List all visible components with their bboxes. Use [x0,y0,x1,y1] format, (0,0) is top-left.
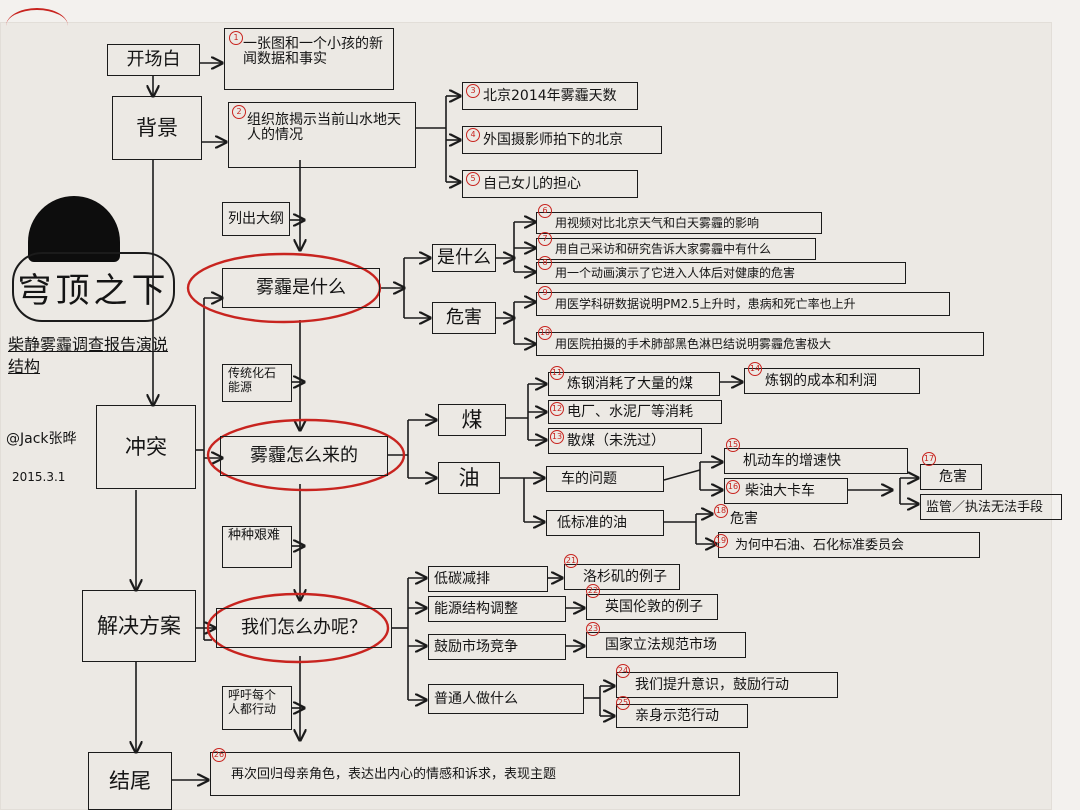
q3-action: 普通人做什么 [428,684,584,714]
q2-coal-extra: 炼钢的成本和利润 [744,368,920,394]
q3-example-number: 21 [564,554,578,568]
q2-oil-lowgrade-item: 危害 [730,511,758,527]
title-text: 穹顶之下 [17,270,170,311]
q2-coal-extra-number: 14 [748,362,762,376]
background-detail-text: 组织旅揭示当前山水地天人的情况 [247,112,401,143]
subtitle: 柴静雾霾调查报告演说结构 [8,335,169,376]
spine-opening: 开场白 [107,44,200,76]
q1-harm-item-number: 9 [538,286,552,300]
question-where-from: 雾霾怎么来的 [220,436,388,476]
background-point: 北京2014年雾霾天数 [462,82,638,110]
opening-detail-text: 一张图和一个小孩的新闻数据和事实 [243,36,383,67]
q2-oil-car-item-number: 16 [726,480,740,494]
q1-what-item: 用自己采访和研究告诉大家雾霾中有什么 [536,238,816,260]
q2-coal-label: 煤 [438,404,506,436]
q2-oil-car-item-number: 15 [726,438,740,452]
hair-illustration [28,196,120,262]
q3-example-number: 23 [586,622,600,636]
q2-oil-car-item: 柴油大卡车 [724,478,848,504]
q1-what-item-number: 6 [538,204,552,218]
q3-action: 低碳减排 [428,566,548,592]
transition-fossil: 传统化石能源 [222,364,292,402]
ending-detail: 再次回归母亲角色，表达出内心的情感和诉求，表现主题 [210,752,740,796]
spine-ending: 结尾 [88,752,172,810]
ending-detail-number: 26 [212,748,226,762]
background-detail-number: 2 [232,105,246,119]
q2-coal-item-number: 12 [550,402,564,416]
q1-harm-item: 用医学科研数据说明PM2.5上升时，患病和死亡率也上升 [536,292,950,316]
q2-oil-harm: 危害 [920,464,982,490]
opening-detail: 一张图和一个小孩的新闻数据和事实 [224,28,394,90]
q2-oil-car: 车的问题 [546,466,664,492]
q2-oil-label: 油 [438,462,500,494]
author: @Jack张晔 [6,431,77,447]
transition-difficulties: 种种艰难 [222,526,292,568]
q2-oil-lowgrade: 低标准的油 [546,510,664,536]
background-point: 自己女儿的担心 [462,170,638,198]
spine-background: 背景 [112,96,202,160]
q3-action: 能源结构调整 [428,596,566,622]
q2-coal-item: 炼钢消耗了大量的煤 [548,372,720,396]
opening-detail-number: 1 [229,31,243,45]
q1-what-item: 用视频对比北京天气和白天雾霾的影响 [536,212,822,234]
title-box: 穹顶之下 [12,252,175,322]
background-point: 外国摄影师拍下的北京 [462,126,662,154]
q2-coal-item: 电厂、水泥厂等消耗 [548,400,722,424]
date: 2015.3.1 [12,470,66,484]
spine-conflict: 冲突 [96,405,196,489]
q2-oil-law: 监管／执法无法手段 [920,494,1062,520]
background-detail: 组织旅揭示当前山水地天人的情况 [228,102,416,168]
q3-last-extra: 亲身示范行动 [616,704,748,728]
q2-oil-lowgrade-item-number: 18 [714,504,728,518]
q2-coal-item: 散煤（未洗过） [548,428,702,454]
q1-what-item-number: 7 [538,232,552,246]
background-point-number: 4 [466,128,480,142]
question-what-to-do: 我们怎么办呢？ [216,608,392,648]
spine-solution: 解决方案 [82,590,196,662]
transition-outline: 列出大纲 [222,202,290,236]
q1-what-item-number: 8 [538,256,552,270]
q2-oil-lowgrade-item: 为何中石油、石化标准委员会 [718,532,980,558]
q2-coal-item-number: 11 [550,366,564,380]
q2-oil-harm-number: 17 [922,452,936,466]
corner-badge [6,8,68,44]
q1-harm-label: 危害 [432,302,496,334]
q3-example: 洛杉矶的例子 [564,564,680,590]
q3-example: 国家立法规范市场 [586,632,746,658]
q3-example: 我们提升意识，鼓励行动 [616,672,838,698]
q3-action: 鼓励市场竞争 [428,634,566,660]
q3-example: 英国伦敦的例子 [586,594,718,620]
q3-example-number: 22 [586,584,600,598]
q1-harm-item: 用医院拍摄的手术肺部黑色淋巴结说明雾霾危害极大 [536,332,984,356]
q1-harm-item-number: 10 [538,326,552,340]
transition-call: 呼吁每个人都行动 [222,686,292,730]
q3-example-number: 24 [616,664,630,678]
background-point-number: 3 [466,84,480,98]
q2-oil-lowgrade-item-number: 19 [714,534,728,548]
q1-what-item: 用一个动画演示了它进入人体后对健康的危害 [536,262,906,284]
q3-last-extra-number: 25 [616,696,630,710]
question-what-is-smog: 雾霾是什么 [222,268,380,308]
background-point-number: 5 [466,172,480,186]
q2-oil-car-item: 机动车的增速快 [724,448,908,474]
q2-coal-item-number: 13 [550,430,564,444]
q1-what-label: 是什么 [432,244,496,272]
